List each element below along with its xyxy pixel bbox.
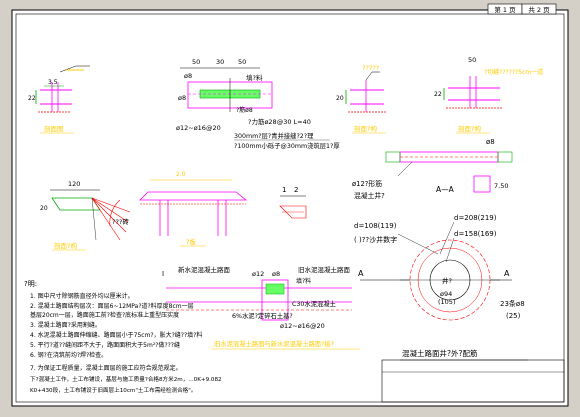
detail-9-old-new-joint: I 新水泥混凝土路面 旧水泥混凝土路面 ø12 ø8 填?料 C30水泥混凝土 … [162, 265, 360, 350]
d6-top-label: 2.0 [176, 171, 186, 178]
d7-section: A—A [436, 185, 455, 194]
d8-diameter-3: d=158(169) [454, 230, 497, 238]
page-indicator: 第 1 页 共 2 页 [487, 3, 557, 15]
d6-bottom-label: ?板 [186, 237, 196, 246]
d9-caption: 旧水泥混凝土路面与新水泥混凝土路面?接? [214, 339, 334, 348]
d5-dim: 120 [68, 180, 80, 188]
detail-2-joint-section: 50 30 50 ø8 填?料 ø8 ?筋ø8 ?力筋ø28@30 L=40 ø… [176, 58, 340, 150]
d6-label-2: 2 [294, 186, 298, 194]
d4-top-dim: 50 [468, 56, 476, 64]
note-line: 1. 图中尺寸除钢筋直径外均以厘米计。 [30, 292, 134, 300]
d1-top-dim: 3.5 [48, 79, 58, 86]
d2-phi-b: ø8 [178, 94, 186, 102]
page-total-label: 共 2 页 [528, 5, 550, 14]
d7-phi12: ø12?形筋 [352, 179, 382, 188]
d8-diameter-1: d=108(119) [354, 222, 397, 230]
d8-diameter-2: d=208(219) [454, 214, 497, 222]
d2-fill-label: 填?料 [246, 73, 263, 82]
detail-4-section: 50 ?切缝??????5cm一道 22 剖面?构 [434, 56, 543, 134]
detail-6-slab-section: 2.0 ?板 1 2 [139, 171, 307, 247]
detail-1-section: 3.5 22 剖面图 [28, 65, 90, 134]
d5-caption: 剖面?构 [54, 241, 77, 250]
d2-dim-a: 50 [192, 58, 200, 66]
d9-I: I [162, 270, 164, 278]
note-line: 5. 平行?道??缝间距不大于，路面面积大于5m²?做???缝 [30, 341, 180, 349]
detail-7-manhole-section: ø8 ø12?形筋 混凝土井? A—A 7.50 [352, 138, 513, 200]
note-line: 下?混凝土工作，土工布铺设，基层与施工质量?合格8方米2m，...0K+9.08… [30, 375, 222, 383]
d8-sand-label: ( )??沙井数字 [354, 235, 397, 244]
d8-count-2: (25) [506, 312, 521, 320]
drawing-frame [11, 9, 569, 407]
note-line: 2. 混凝土路面结构层次：面层6~12MPa?道?料厚度8cm一层 [30, 302, 194, 310]
d9-old-label: 旧水泥混凝土路面 [298, 265, 351, 274]
d9-range: ø12~ø16@20 [280, 322, 325, 330]
d2-rebar-spec: ?力筋ø28@30 L=40 [248, 117, 311, 126]
detail-3-section: ????? 20 剖面?构 [336, 64, 386, 134]
note-line: 7. 为保证工程质量，混凝土面层的施工应符合规范规定。 [30, 364, 182, 372]
inner-frame [15, 13, 565, 403]
d8-caption: 混凝土路面井?外?配筋 [402, 348, 478, 358]
d8-section-A-right: A [504, 269, 510, 278]
d6-label-1: 1 [282, 186, 286, 194]
d2-phi-a: ø8 [184, 72, 192, 80]
d2-note-2: 300mm?层?青并接缝?2?理 [234, 131, 314, 140]
d7-dim: 7.50 [494, 182, 508, 190]
d3-left-dim: 20 [336, 95, 344, 102]
note-line: K0+430段，土工布铺设于旧面层上10cm"土工布需经检测合格"。 [30, 386, 196, 394]
d7-concrete: 混凝土井? [354, 191, 385, 200]
d9-fill: 填?料 [296, 277, 311, 285]
d2-rebar-note-1: ?筋ø8 [236, 106, 253, 114]
d9-phi12: ø12 [252, 270, 264, 278]
d3-label: ????? [362, 64, 379, 72]
d8-section-A-left: A [358, 269, 364, 278]
d8-count: 23条ø8 [500, 299, 525, 308]
d5-note: ???砖 [112, 217, 129, 226]
detail-5-curb-section: 120 20 ???砖 剖面?构 [40, 180, 131, 251]
detail-8-manhole-plan: d=108(119) ( )??沙井数字 d=208(219) d=158(16… [354, 214, 528, 361]
note-line: 4. 水泥混凝土路面伸缩缝、路面层小于75cm?，胀大?缝??填?料 [30, 331, 202, 339]
d2-dim-c: 50 [238, 58, 246, 66]
d9-base-label: 6%水泥?定碎石土基? [232, 311, 293, 320]
d2-range: ø12~ø16@20 [176, 124, 221, 132]
d9-new-label: 新水泥混凝土路面 [178, 265, 231, 274]
note-line: 基层20cm一层，路面施工前?检查?底标准上重型压实度 [30, 311, 179, 319]
d4-caption: 剖面?构 [458, 124, 481, 133]
note-line: 3. 混凝土路面?采用割缝。 [30, 321, 101, 329]
d2-note-3: ?100mm小砾子@30mm浇筑层1?厚 [234, 141, 340, 150]
d9-phi8: ø8 [272, 270, 280, 278]
d3-caption: 剖面?构 [354, 124, 377, 133]
d2-dim-b: 30 [216, 58, 224, 66]
d5-dim2: 20 [40, 205, 48, 212]
d7-phi8: ø8 [486, 138, 495, 146]
d1-caption: 剖面图 [44, 124, 64, 133]
d4-label: ?切缝??????5cm一道 [484, 68, 543, 76]
d1-left-dim: 22 [28, 95, 36, 102]
notes-heading: ?明: [24, 280, 37, 288]
d8-well-label: 井? [442, 276, 452, 285]
d4-left-dim: 22 [434, 91, 442, 98]
d8-phi: ø94 [440, 290, 452, 298]
notes-block: ?明: 1. 图中尺寸除钢筋直径外均以厘米计。 2. 混凝土路面结构层次：面层6… [24, 280, 222, 394]
page-current-label: 第 1 页 [494, 5, 516, 14]
note-line: 6. 钢?在浇筑前均?焊?检查。 [30, 351, 107, 359]
d8-phi-2: (105) [438, 298, 455, 306]
d9-c30-label: C30水泥混凝土 [292, 299, 336, 308]
